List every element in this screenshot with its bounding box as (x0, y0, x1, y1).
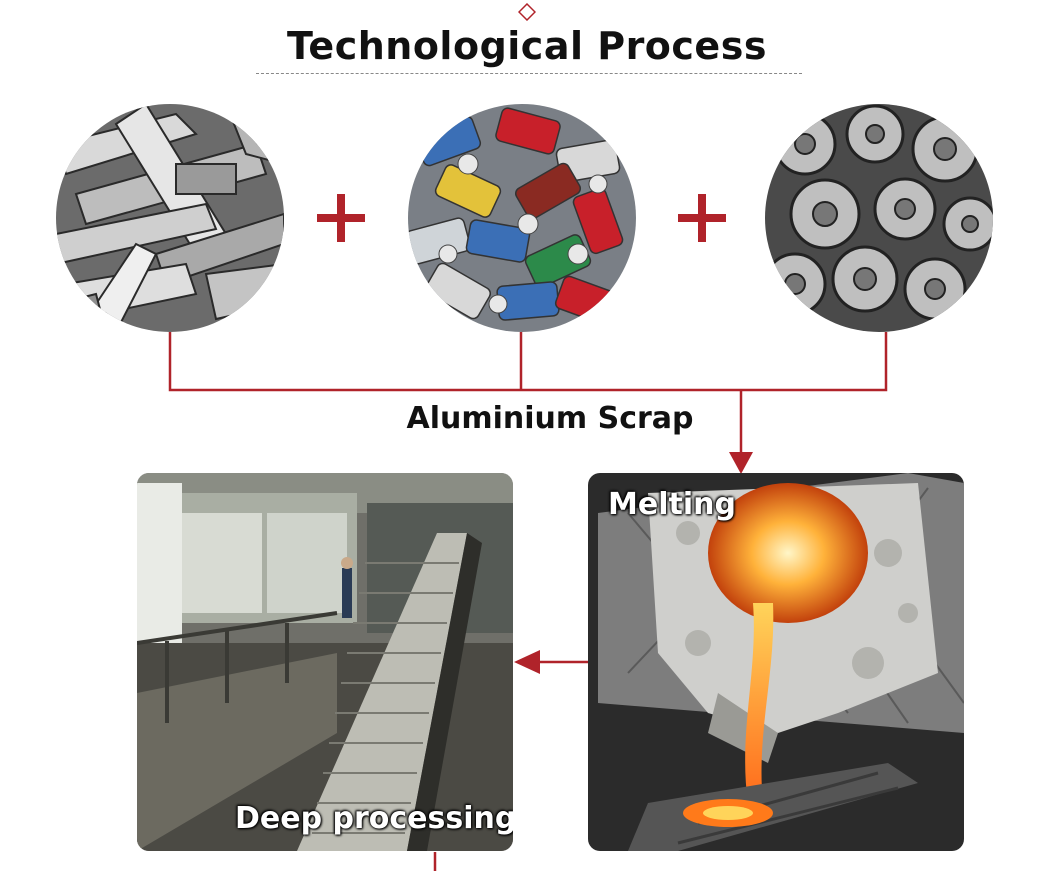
conveyor-image (137, 473, 513, 851)
deep-processing-panel: Deep processing (137, 473, 513, 851)
arrow-down-icon (729, 452, 753, 474)
melting-furnace-image (588, 473, 964, 851)
aluminium-scrap-label: Aluminium Scrap (406, 401, 694, 436)
plus-icon (317, 194, 365, 242)
plus-icon (678, 194, 726, 242)
header: Technological Process (0, 0, 1054, 80)
melting-panel: Melting (588, 473, 964, 851)
diamond-icon (518, 3, 536, 21)
aluminium-wheels-scrap-image (765, 104, 993, 332)
melting-label: Melting (608, 487, 736, 522)
aluminium-cans-scrap-image (408, 104, 636, 332)
page-title: Technological Process (287, 24, 767, 68)
title-underline (256, 73, 802, 74)
deep-processing-label: Deep processing (235, 801, 513, 836)
arrow-left-icon (514, 650, 540, 674)
aluminium-profile-scrap-image (56, 104, 284, 332)
